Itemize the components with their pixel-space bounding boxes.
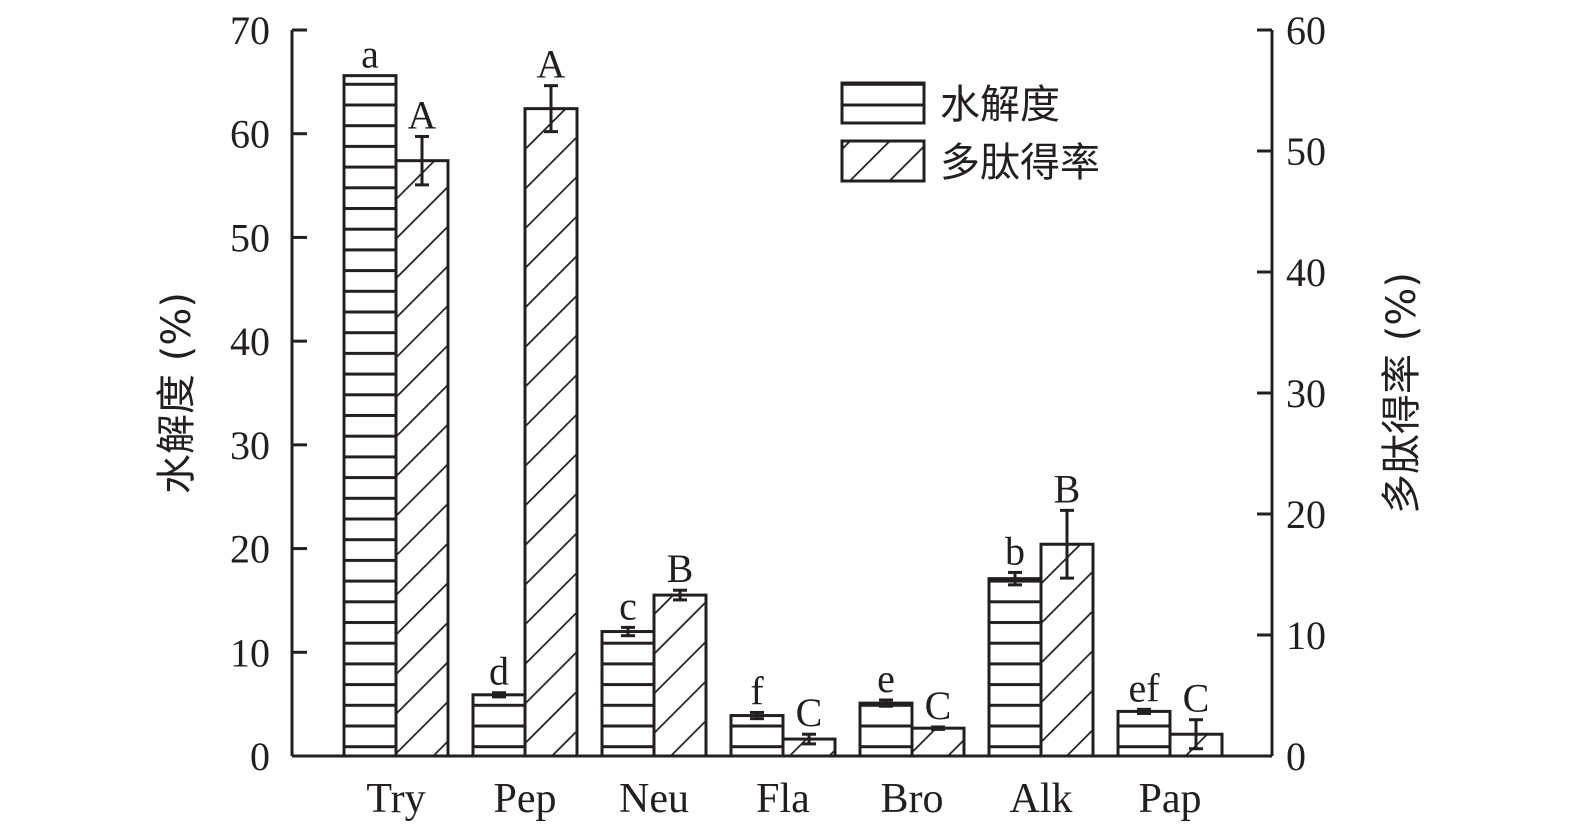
bar-hydrolysis — [1116, 709, 1172, 758]
significance-label: A — [537, 42, 566, 87]
x-tick-label: Fla — [756, 776, 810, 822]
y-tick-label-right: 30 — [1286, 371, 1326, 416]
bar-hydrolysis — [471, 693, 527, 758]
significance-label: C — [1183, 676, 1210, 721]
legend-swatch-hydrolysis — [840, 81, 926, 125]
y-tick-label-left: 60 — [230, 112, 270, 157]
x-tick-label: Pep — [494, 776, 557, 822]
axes: 0 10 20 30 40 50 60 70 0 10 20 30 40 50 60 — [230, 8, 1326, 779]
legend-label-yield: 多肽得率 — [940, 140, 1100, 186]
significance-label: C — [925, 683, 952, 728]
legend-label-hydrolysis: 水解度 — [940, 82, 1060, 128]
significance-label: f — [750, 668, 764, 713]
bar-hydrolysis — [342, 74, 398, 758]
y-tick-label-right: 10 — [1286, 613, 1326, 658]
legend: 水解度 多肽得率 — [840, 81, 1100, 186]
y-tick-label-right: 60 — [1286, 8, 1326, 53]
bar-hydrolysis — [600, 630, 656, 758]
significance-label: b — [1005, 528, 1025, 573]
y-tick-label-left: 20 — [230, 527, 270, 572]
x-tick-label: Pap — [1139, 776, 1202, 822]
y-axis-label-right: 多肽得率 (%) — [1379, 272, 1425, 514]
y-tick-label-right: 20 — [1286, 492, 1326, 537]
significance-label: d — [489, 649, 509, 694]
y-tick-label-right: 40 — [1286, 250, 1326, 295]
bar-yield — [910, 726, 966, 758]
bar-yield — [652, 593, 708, 758]
y-tick-label-left: 50 — [230, 215, 270, 260]
y-tick-label-left: 0 — [250, 734, 270, 779]
y-axis-label-left: 水解度 (%) — [154, 292, 200, 494]
x-tick-label: Alk — [1010, 776, 1073, 822]
bar-yield — [394, 159, 450, 758]
y-tick-label-left: 40 — [230, 319, 270, 364]
x-tick-label: Bro — [881, 776, 944, 822]
y-tick-label-left: 70 — [230, 8, 270, 53]
bar-yield — [523, 107, 579, 758]
bar-hydrolysis — [858, 701, 914, 758]
significance-label: ef — [1128, 665, 1160, 710]
y-tick-label-right: 0 — [1286, 734, 1306, 779]
x-tick-label: Neu — [619, 776, 689, 822]
x-tick-label: Try — [366, 776, 425, 822]
significance-label: B — [667, 546, 694, 591]
significance-label: e — [877, 656, 895, 701]
significance-label: A — [408, 92, 437, 137]
y-tick-label-left: 30 — [230, 423, 270, 468]
y-tick-label-right: 50 — [1286, 129, 1326, 174]
bar-hydrolysis — [987, 577, 1043, 758]
significance-label: a — [361, 32, 379, 77]
significance-label: B — [1054, 466, 1081, 511]
legend-swatch-yield — [840, 139, 926, 183]
significance-label: c — [619, 583, 637, 628]
bar-hydrolysis — [729, 714, 785, 758]
significance-label: C — [796, 690, 823, 735]
y-tick-label-left: 10 — [230, 630, 270, 675]
